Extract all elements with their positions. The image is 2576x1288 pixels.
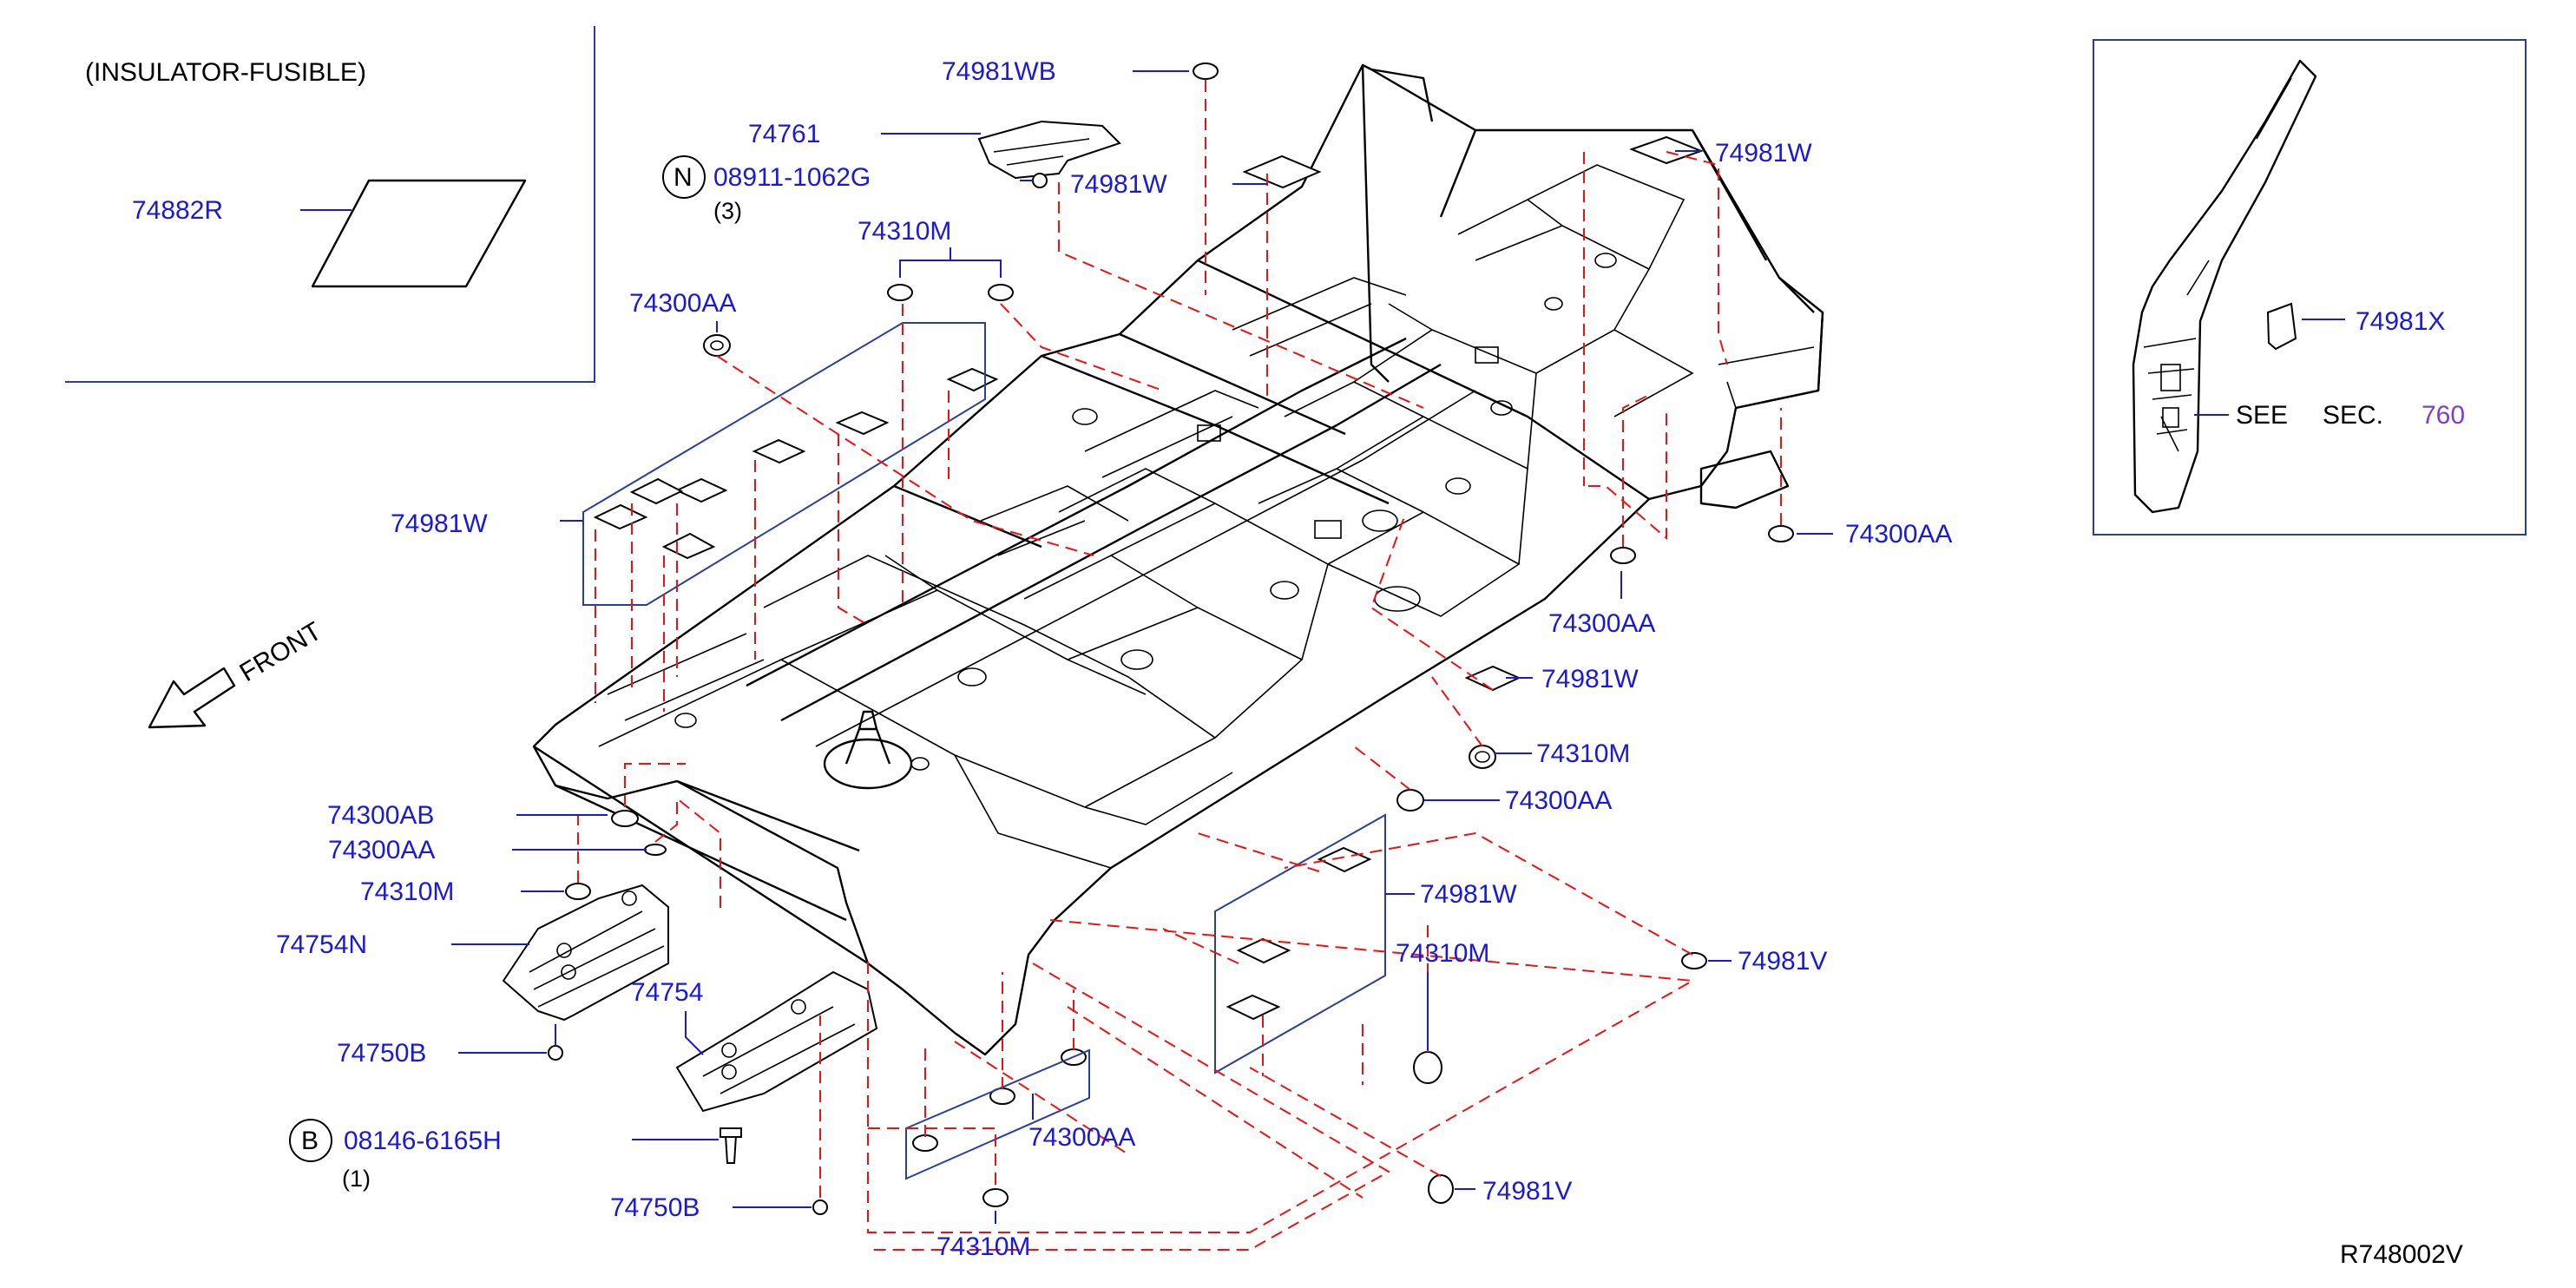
grommet-74300AA-d: [1396, 789, 1424, 812]
front-arrow: FRONT: [148, 616, 327, 729]
callout-74754N: 74754N: [276, 930, 367, 959]
callout-74300AA-f: 74300AA: [1028, 1123, 1135, 1152]
see-text: SEE: [2236, 401, 2288, 430]
callout-74750B-a: 74750B: [337, 1039, 426, 1068]
callout-74310M-c: 74310M: [1396, 939, 1489, 968]
grommet-74310M-c: [1413, 1051, 1442, 1084]
callout-74300AA-b: 74300AA: [1845, 520, 1952, 549]
prefix-circle-N: [662, 155, 706, 199]
guide-lines: [577, 80, 1782, 1251]
sec-text: SEC.: [2323, 401, 2383, 430]
prefix-B: B: [301, 1127, 319, 1155]
callout-74300AA-d: 74300AA: [1505, 786, 1612, 815]
pillar-inset: SEE SEC. 760: [2093, 39, 2527, 536]
pad-74981X: [2266, 302, 2297, 351]
prefix-circle-B: [289, 1119, 332, 1162]
callout-74981V-a: 74981V: [1738, 947, 1827, 976]
front-label: FRONT: [235, 616, 327, 687]
floor-panel: [532, 63, 1824, 1056]
callout-08146-6165H: 08146-6165H: [344, 1127, 502, 1155]
pad-group-rear: [1214, 813, 1386, 1074]
nut-74750B-a: [548, 1045, 563, 1061]
part-74754: [675, 970, 878, 1113]
drawing-code: R748002V: [2340, 1240, 2463, 1269]
section-ref-760: 760: [2422, 401, 2465, 430]
grommet-74310M-b: [1469, 745, 1496, 769]
grommet-74300AA-a: [703, 334, 731, 357]
grommet-group-bottom: [905, 1048, 1090, 1180]
callout-74981W-b: 74981W: [1715, 139, 1812, 168]
callout-74310M-d: 74310M: [360, 877, 454, 906]
nut-74750B-b: [812, 1199, 828, 1215]
prefix-N: N: [674, 163, 693, 192]
leader-lines: [451, 70, 1833, 1224]
qty-08146-6165H: (1): [342, 1166, 371, 1192]
callout-74310M-a: 74310M: [858, 217, 951, 246]
callout-74310M-b: 74310M: [1536, 739, 1630, 768]
callout-74300AA-a: 74300AA: [629, 289, 736, 318]
bolt-08146: [724, 1134, 738, 1164]
callout-74981X: 74981X: [2356, 307, 2445, 336]
fusible-pad-shape: [311, 179, 527, 288]
callout-74981W-c: 74981W: [391, 509, 488, 538]
callout-74300AB: 74300AB: [327, 801, 434, 830]
callout-74761: 74761: [748, 120, 820, 148]
callout-74300AA-e: 74300AA: [328, 836, 435, 864]
fusible-insulator-inset: (INSULATOR-FUSIBLE): [65, 26, 595, 383]
callout-74981W-e: 74981W: [1420, 880, 1517, 909]
inset-frame-right: [2093, 39, 2527, 536]
callout-74300AA-c: 74300AA: [1548, 609, 1655, 638]
pad-group-frames: [582, 322, 1386, 1180]
callout-74882R: 74882R: [132, 196, 223, 225]
fusible-title: (INSULATOR-FUSIBLE): [85, 58, 366, 87]
callout-74750B-b: 74750B: [610, 1193, 700, 1222]
callout-74981W-d: 74981W: [1541, 665, 1639, 693]
callout-74981V-b: 74981V: [1482, 1177, 1572, 1206]
qty-08911-1062G: (3): [713, 198, 742, 224]
callout-08911-1062G: 08911-1062G: [713, 163, 871, 192]
nut-08911: [1032, 173, 1048, 188]
callout-labels: 74882R 74981WB 74761 N 08911-1062G (3) 7…: [132, 57, 2445, 1261]
loose-parts: [502, 62, 1794, 1215]
callout-74981WB: 74981WB: [942, 57, 1056, 86]
callout-74981W-a: 74981W: [1070, 170, 1167, 199]
inset-frame-left: [65, 26, 595, 383]
callout-74754: 74754: [631, 978, 703, 1007]
callout-74310M-e: 74310M: [936, 1232, 1030, 1261]
